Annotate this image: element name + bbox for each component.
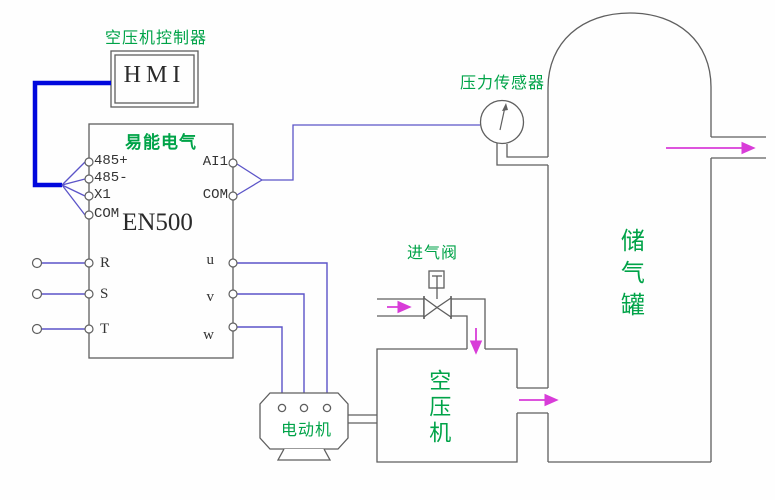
motor-symbol [259, 392, 377, 461]
terminal-v [228, 289, 238, 299]
terminal-label-x1: X1 [94, 187, 111, 203]
inverter-model-label: EN500 [122, 209, 193, 236]
terminal-label-com-right: COM [202, 187, 228, 203]
terminal-s [84, 289, 94, 299]
supply-terminal-s [31, 288, 43, 300]
pressure-sensor-label: 压力传感器 [460, 73, 546, 92]
valve-wedge-left [423, 296, 439, 319]
terminal-label-v: v [206, 289, 215, 305]
terminal-label-com-left: COM [94, 206, 120, 222]
hmi-box [110, 50, 199, 108]
terminal-label-t: T [100, 321, 110, 337]
compressor-outline-left [376, 348, 518, 463]
power-input-wires [41, 262, 85, 330]
supply-terminal-r [31, 257, 43, 269]
supply-terminal-t [31, 323, 43, 335]
inverter-box [88, 123, 234, 359]
motor-terminal-1 [277, 403, 287, 413]
terminal-u [228, 258, 238, 268]
motor-base [276, 448, 332, 461]
motor-phase-wires [237, 262, 328, 404]
sensor-pipe-inner [506, 144, 548, 158]
hmi-outer-frame [110, 50, 199, 108]
gauge-needle-tip [502, 103, 508, 111]
terminal-label-r: R [100, 255, 111, 271]
motor-terminal-2 [299, 403, 309, 413]
valve-outlet-pipe-inner [451, 315, 468, 349]
inverter-brand-label: 易能电气 [125, 133, 197, 153]
terminal-label-ai1: AI1 [202, 154, 228, 170]
valve-outlet-pipe-outer [451, 298, 486, 349]
terminal-label-485m: 485- [94, 170, 128, 186]
terminal-485p [84, 157, 94, 167]
sensor-pipe-outer [496, 143, 548, 166]
air-tank [547, 12, 766, 463]
compressor-outline-right [485, 348, 518, 388]
terminal-485m [84, 174, 94, 184]
rs485-fanout-wires [61, 161, 86, 216]
intake-valve-symbol [377, 270, 486, 349]
airflow-arrows [387, 141, 756, 407]
tank-label: 储气罐 [616, 228, 645, 324]
motor-terminal-3 [322, 403, 332, 413]
terminal-r [84, 258, 94, 268]
terminal-label-s: S [100, 286, 109, 302]
valve-wedge-right [435, 296, 452, 319]
terminal-x1 [84, 191, 94, 201]
analog-signal-wires [236, 124, 480, 196]
controller-caption: 空压机控制器 [105, 28, 208, 47]
hmi-label: HMI [123, 62, 186, 88]
rs485-cable [32, 80, 111, 188]
hmi-inner-frame [114, 54, 195, 104]
terminal-com-left [84, 210, 94, 220]
terminal-w [228, 322, 238, 332]
tank-dome [547, 12, 712, 89]
terminal-label-w: w [203, 327, 214, 343]
pressure-sensor-gauge [479, 99, 548, 166]
compressor-label: 空压机 [425, 369, 451, 447]
terminal-ai1 [228, 158, 238, 168]
motor-label: 电动机 [281, 420, 333, 439]
terminal-label-u: u [206, 252, 215, 268]
terminal-circles [31, 157, 238, 335]
intake-valve-label: 进气阀 [407, 243, 459, 262]
terminal-label-485p: 485+ [94, 153, 128, 169]
terminal-t [84, 324, 94, 334]
gauge-needle [499, 106, 506, 131]
terminal-com-right [228, 191, 238, 201]
compressor-box [376, 348, 548, 463]
